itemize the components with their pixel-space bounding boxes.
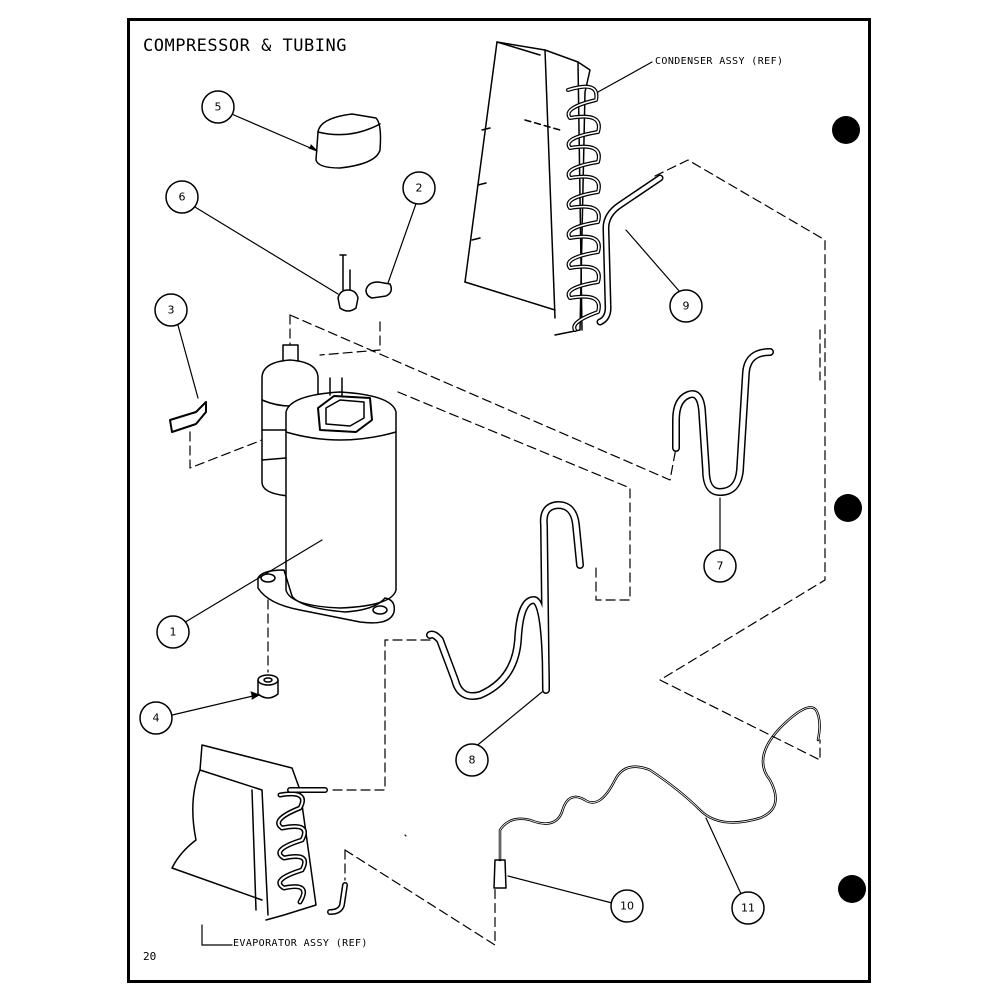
- callout-8-label: 8: [469, 754, 476, 767]
- callout-8: [455, 743, 489, 777]
- page-number: 20: [143, 950, 157, 963]
- condenser-assy-label: CONDENSER ASSY (REF): [655, 56, 784, 67]
- assembly-lines: [189, 159, 826, 946]
- callout-7: [703, 549, 737, 583]
- binder-hole-bottom: [838, 875, 866, 903]
- tube-9: [596, 174, 664, 326]
- callout-10-label: 10: [620, 900, 634, 913]
- clip-part-2: [365, 281, 393, 299]
- tube-8: [426, 501, 584, 700]
- callout-11-label: 11: [741, 902, 755, 915]
- callout-11: [731, 891, 765, 925]
- callout-2: [402, 171, 436, 205]
- callout-10: [610, 889, 644, 923]
- evaporator-assy-label: EVAPORATOR ASSY (REF): [233, 938, 368, 949]
- callout-4: [139, 701, 173, 735]
- callout-9-label: 9: [683, 300, 690, 313]
- strainer-part-10: [493, 859, 507, 889]
- callout-1: [156, 615, 190, 649]
- callout-7-label: 7: [717, 560, 724, 573]
- diagram-title: COMPRESSOR & TUBING: [143, 36, 347, 56]
- callout-1-label: 1: [170, 626, 177, 639]
- callout-3-label: 3: [168, 304, 175, 317]
- callout-9: [669, 289, 703, 323]
- callout-numbers: 1 2 3 4 5 6 7 8 9 10 11: [153, 101, 756, 915]
- callout-5-label: 5: [215, 101, 222, 114]
- callout-4-label: 4: [153, 712, 160, 725]
- callout-2-label: 2: [416, 182, 423, 195]
- evaporator-assembly: [171, 744, 348, 921]
- grommet-part-4: [257, 674, 279, 699]
- leader-lines: [167, 61, 743, 946]
- clip-part-3: [169, 401, 207, 433]
- binder-hole-top: [832, 116, 860, 144]
- callout-bubbles: [139, 90, 765, 925]
- overload-part-6: [337, 254, 359, 312]
- capillary-tube-11: [498, 706, 821, 862]
- callout-5: [201, 90, 235, 124]
- callout-3: [154, 293, 188, 327]
- compressor: [257, 344, 397, 624]
- binder-hole-middle: [834, 494, 862, 522]
- callout-6-label: 6: [179, 191, 186, 204]
- tube-7: [672, 348, 774, 496]
- callout-6: [165, 180, 199, 214]
- condenser-assembly: [464, 41, 601, 336]
- terminal-cover-part-5: [315, 113, 382, 169]
